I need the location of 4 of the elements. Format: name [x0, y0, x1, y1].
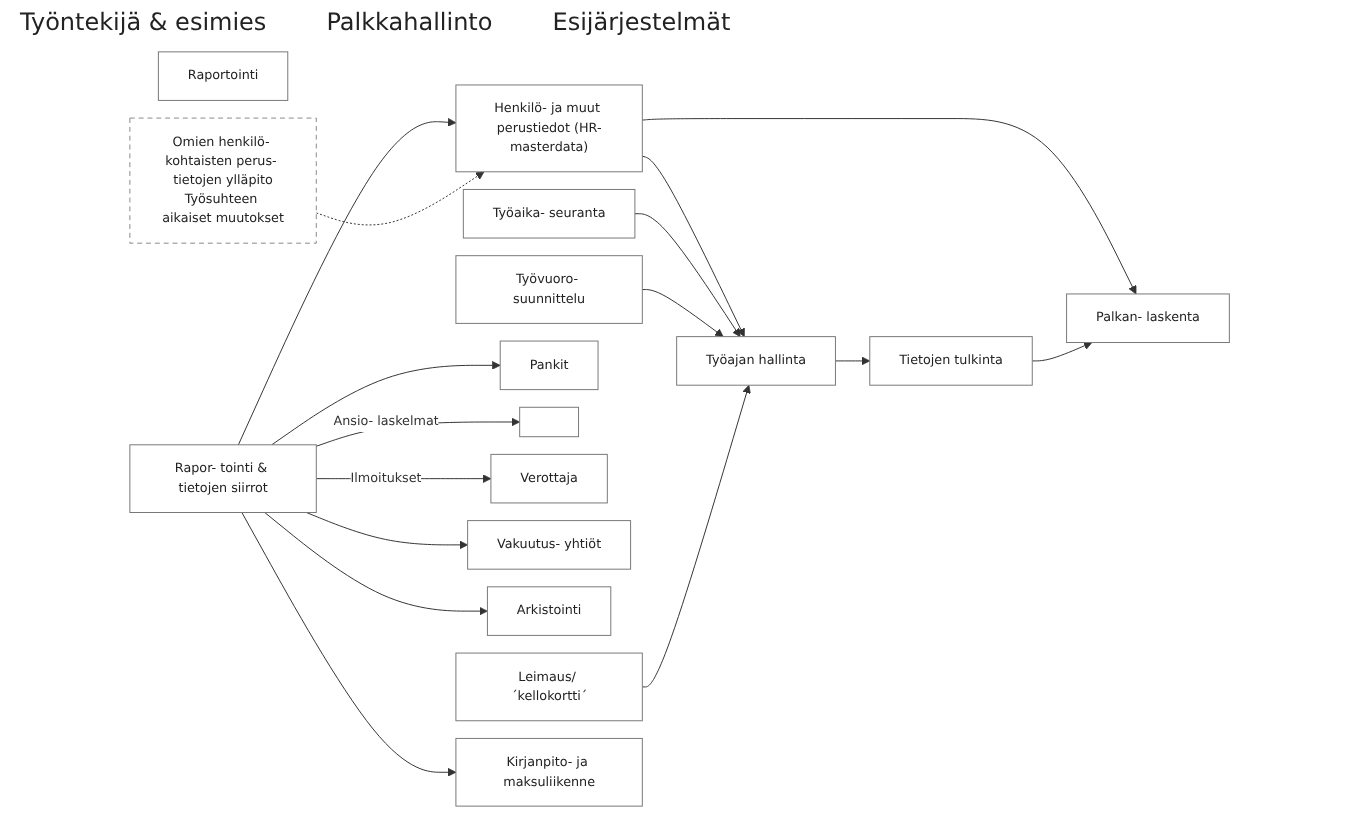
column-heading: Palkkahallinto	[326, 8, 493, 36]
column-heading: Esijärjestelmät	[552, 8, 731, 36]
column-heading: Työntekijä & esimies	[20, 8, 267, 36]
node-box	[518, 406, 579, 438]
